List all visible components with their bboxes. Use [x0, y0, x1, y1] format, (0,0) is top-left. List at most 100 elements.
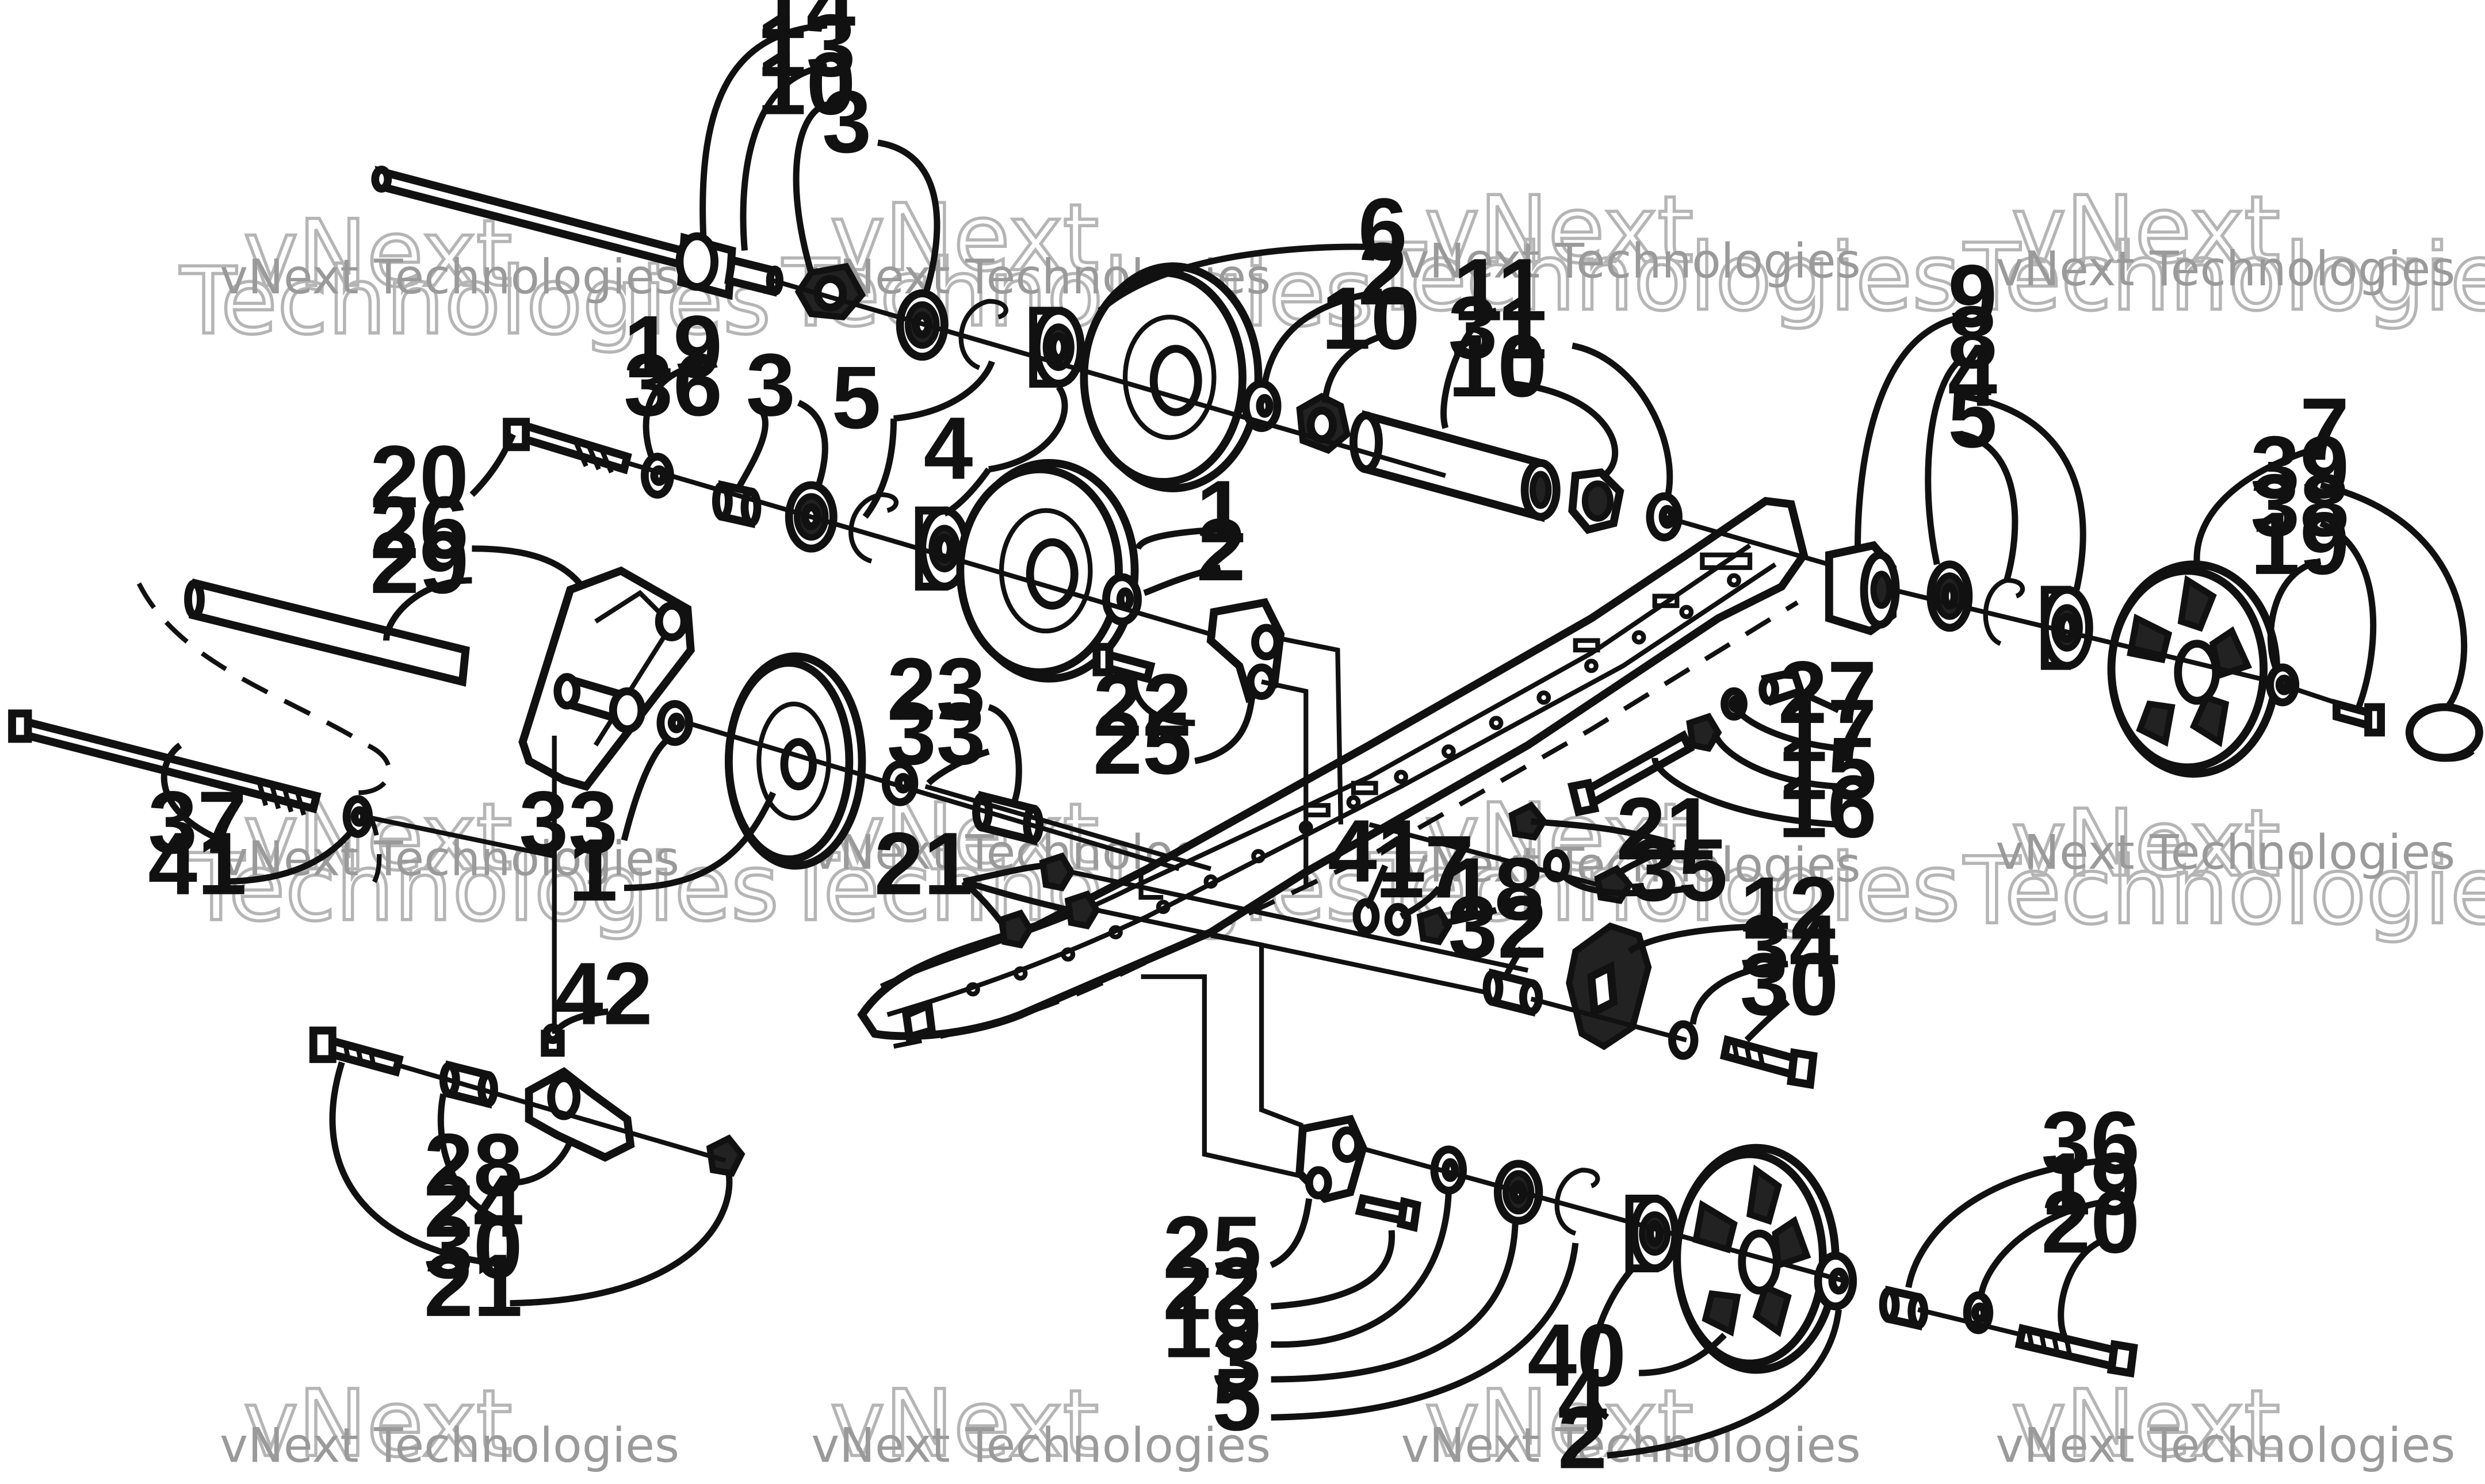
- watermark-big: vNext: [2012, 790, 2280, 897]
- watermark-big: vNext: [1425, 177, 1693, 284]
- callout-label: 16: [1778, 756, 1877, 856]
- callout-label: 34: [1740, 896, 1839, 996]
- callout-label: 5: [1212, 1349, 1261, 1449]
- callout-label: 18: [1445, 839, 1544, 939]
- watermark-big: Technologies: [1963, 224, 2485, 331]
- callout-label: 19: [2041, 1134, 2140, 1233]
- watermark-small: vNext Technologies: [220, 831, 679, 887]
- callout-label: 21: [874, 814, 973, 913]
- cap-39: [2405, 703, 2483, 762]
- spacer-housing-9: [1825, 541, 1900, 636]
- snap-ring-5-lower: [1554, 1168, 1600, 1236]
- callout-labels: 14 13 10 3 6 2 10 11 31 10 9 8 4 5 7 39 …: [148, 0, 2349, 1484]
- callout-label: 3: [746, 335, 796, 434]
- spacer-36-lower: [1879, 1286, 1929, 1330]
- watermark-small: vNext Technologies: [1995, 241, 2455, 297]
- nut-21-right: [1508, 801, 1548, 841]
- callout-label: 4: [1948, 326, 1997, 425]
- watermark-small: vNext Technologies: [1401, 1417, 1861, 1473]
- callout-label: 20: [370, 427, 469, 526]
- shaft-29: [184, 578, 470, 687]
- callout-label: 7: [2300, 379, 2349, 479]
- bolt-30-right: [1719, 1035, 1818, 1089]
- bearing-8: [1926, 560, 1973, 632]
- callout-label: 27: [1778, 642, 1877, 742]
- snap-ring-5-top: [958, 299, 1008, 370]
- bolt-20-lower: [2014, 1324, 2138, 1378]
- top-axle-shaft: [371, 166, 784, 300]
- watermark-big: vNext: [2012, 177, 2280, 284]
- callout-label: 42: [554, 944, 653, 1043]
- watermark-big: Technologies: [1963, 837, 2485, 944]
- callout-label: 15: [1778, 718, 1877, 818]
- callout-label: 32: [1448, 877, 1547, 977]
- bracket-28: [525, 1067, 635, 1162]
- spacer-tube-11: [1349, 410, 1561, 522]
- callout-label: 19: [624, 297, 722, 396]
- pivot-arm-26: [518, 566, 695, 791]
- callout-label: 17: [1375, 817, 1474, 916]
- washer-2-lower: [1814, 1252, 1857, 1311]
- callout-label: 6: [1358, 179, 1408, 279]
- callout-label: 12: [1740, 858, 1839, 958]
- callout-label: 9: [1948, 246, 1997, 346]
- callout-label: 20: [2041, 1172, 2140, 1272]
- callout-label: 19: [2250, 494, 2349, 593]
- rail-holes: [966, 552, 1753, 997]
- bolt-22-lower: [1355, 1194, 1421, 1232]
- callout-label: 1: [568, 820, 618, 920]
- bearing-4-top: [1029, 307, 1085, 388]
- callout-label: 3: [822, 72, 871, 171]
- leader-lines: [160, 22, 2468, 1459]
- callout-label: 25: [1093, 693, 1192, 793]
- callout-label: 33: [519, 772, 618, 872]
- bolt-30-left: [309, 1026, 404, 1077]
- callout-label: 40: [1527, 1305, 1626, 1405]
- callout-label: 19: [1163, 1276, 1261, 1376]
- watermark-small: vNext Technologies: [1995, 825, 2455, 881]
- callout-label: 24: [424, 1156, 523, 1256]
- callout-label: 39: [2250, 418, 2349, 517]
- bearing-3-lower: [1493, 1160, 1543, 1225]
- nut-31: [1568, 468, 1624, 534]
- bolt-16: [1567, 730, 1695, 817]
- watermark-big: vNext: [830, 185, 1099, 292]
- watermark-big: vNext: [830, 1370, 1099, 1477]
- watermark-small: vNext Technologies: [1401, 233, 1861, 289]
- wheel-7: [2107, 560, 2281, 778]
- spacer-27: [1758, 667, 1806, 706]
- callout-label: 31: [1448, 278, 1547, 377]
- callout-label: 36: [624, 335, 722, 434]
- bracket-25-lower: [1295, 1115, 1367, 1203]
- parts-layer: [8, 166, 2483, 1378]
- callout-label: 21: [1616, 779, 1715, 878]
- callout-label: 5: [832, 347, 881, 447]
- callout-label: 37: [148, 772, 247, 872]
- bolt-38: [2333, 698, 2385, 737]
- idler-wheel-1-mid: [956, 458, 1139, 683]
- washer-2-top: [1241, 380, 1282, 433]
- callout-label: 22: [1163, 1238, 1261, 1338]
- callout-label: 11: [1453, 240, 1547, 339]
- watermark-small: vNext Technologies: [220, 1417, 679, 1473]
- watermark-small: vNext Technologies: [811, 1417, 1271, 1473]
- nut-18: [1416, 906, 1452, 946]
- watermark-big: Technologies: [1369, 224, 1960, 331]
- callout-label: 29: [370, 512, 469, 612]
- callout-label: 41: [148, 814, 247, 913]
- rail-frame: [857, 496, 1809, 1049]
- callout-label: 22: [1093, 655, 1192, 755]
- callout-label: 21: [424, 1236, 523, 1335]
- callout-label: 3: [1212, 1311, 1261, 1411]
- callout-label: 4: [924, 398, 973, 498]
- callout-label: 10: [1321, 268, 1420, 368]
- callout-label: 38: [2250, 456, 2349, 555]
- callout-label: 23: [887, 639, 986, 739]
- snap-ring-5-mid: [848, 492, 899, 564]
- callout-label: 17: [1778, 680, 1877, 780]
- callout-label: 26: [370, 477, 469, 577]
- callout-label: 30: [1740, 934, 1839, 1034]
- watermark-big: Technologies: [188, 835, 779, 942]
- bolt-20-mid: [503, 418, 632, 475]
